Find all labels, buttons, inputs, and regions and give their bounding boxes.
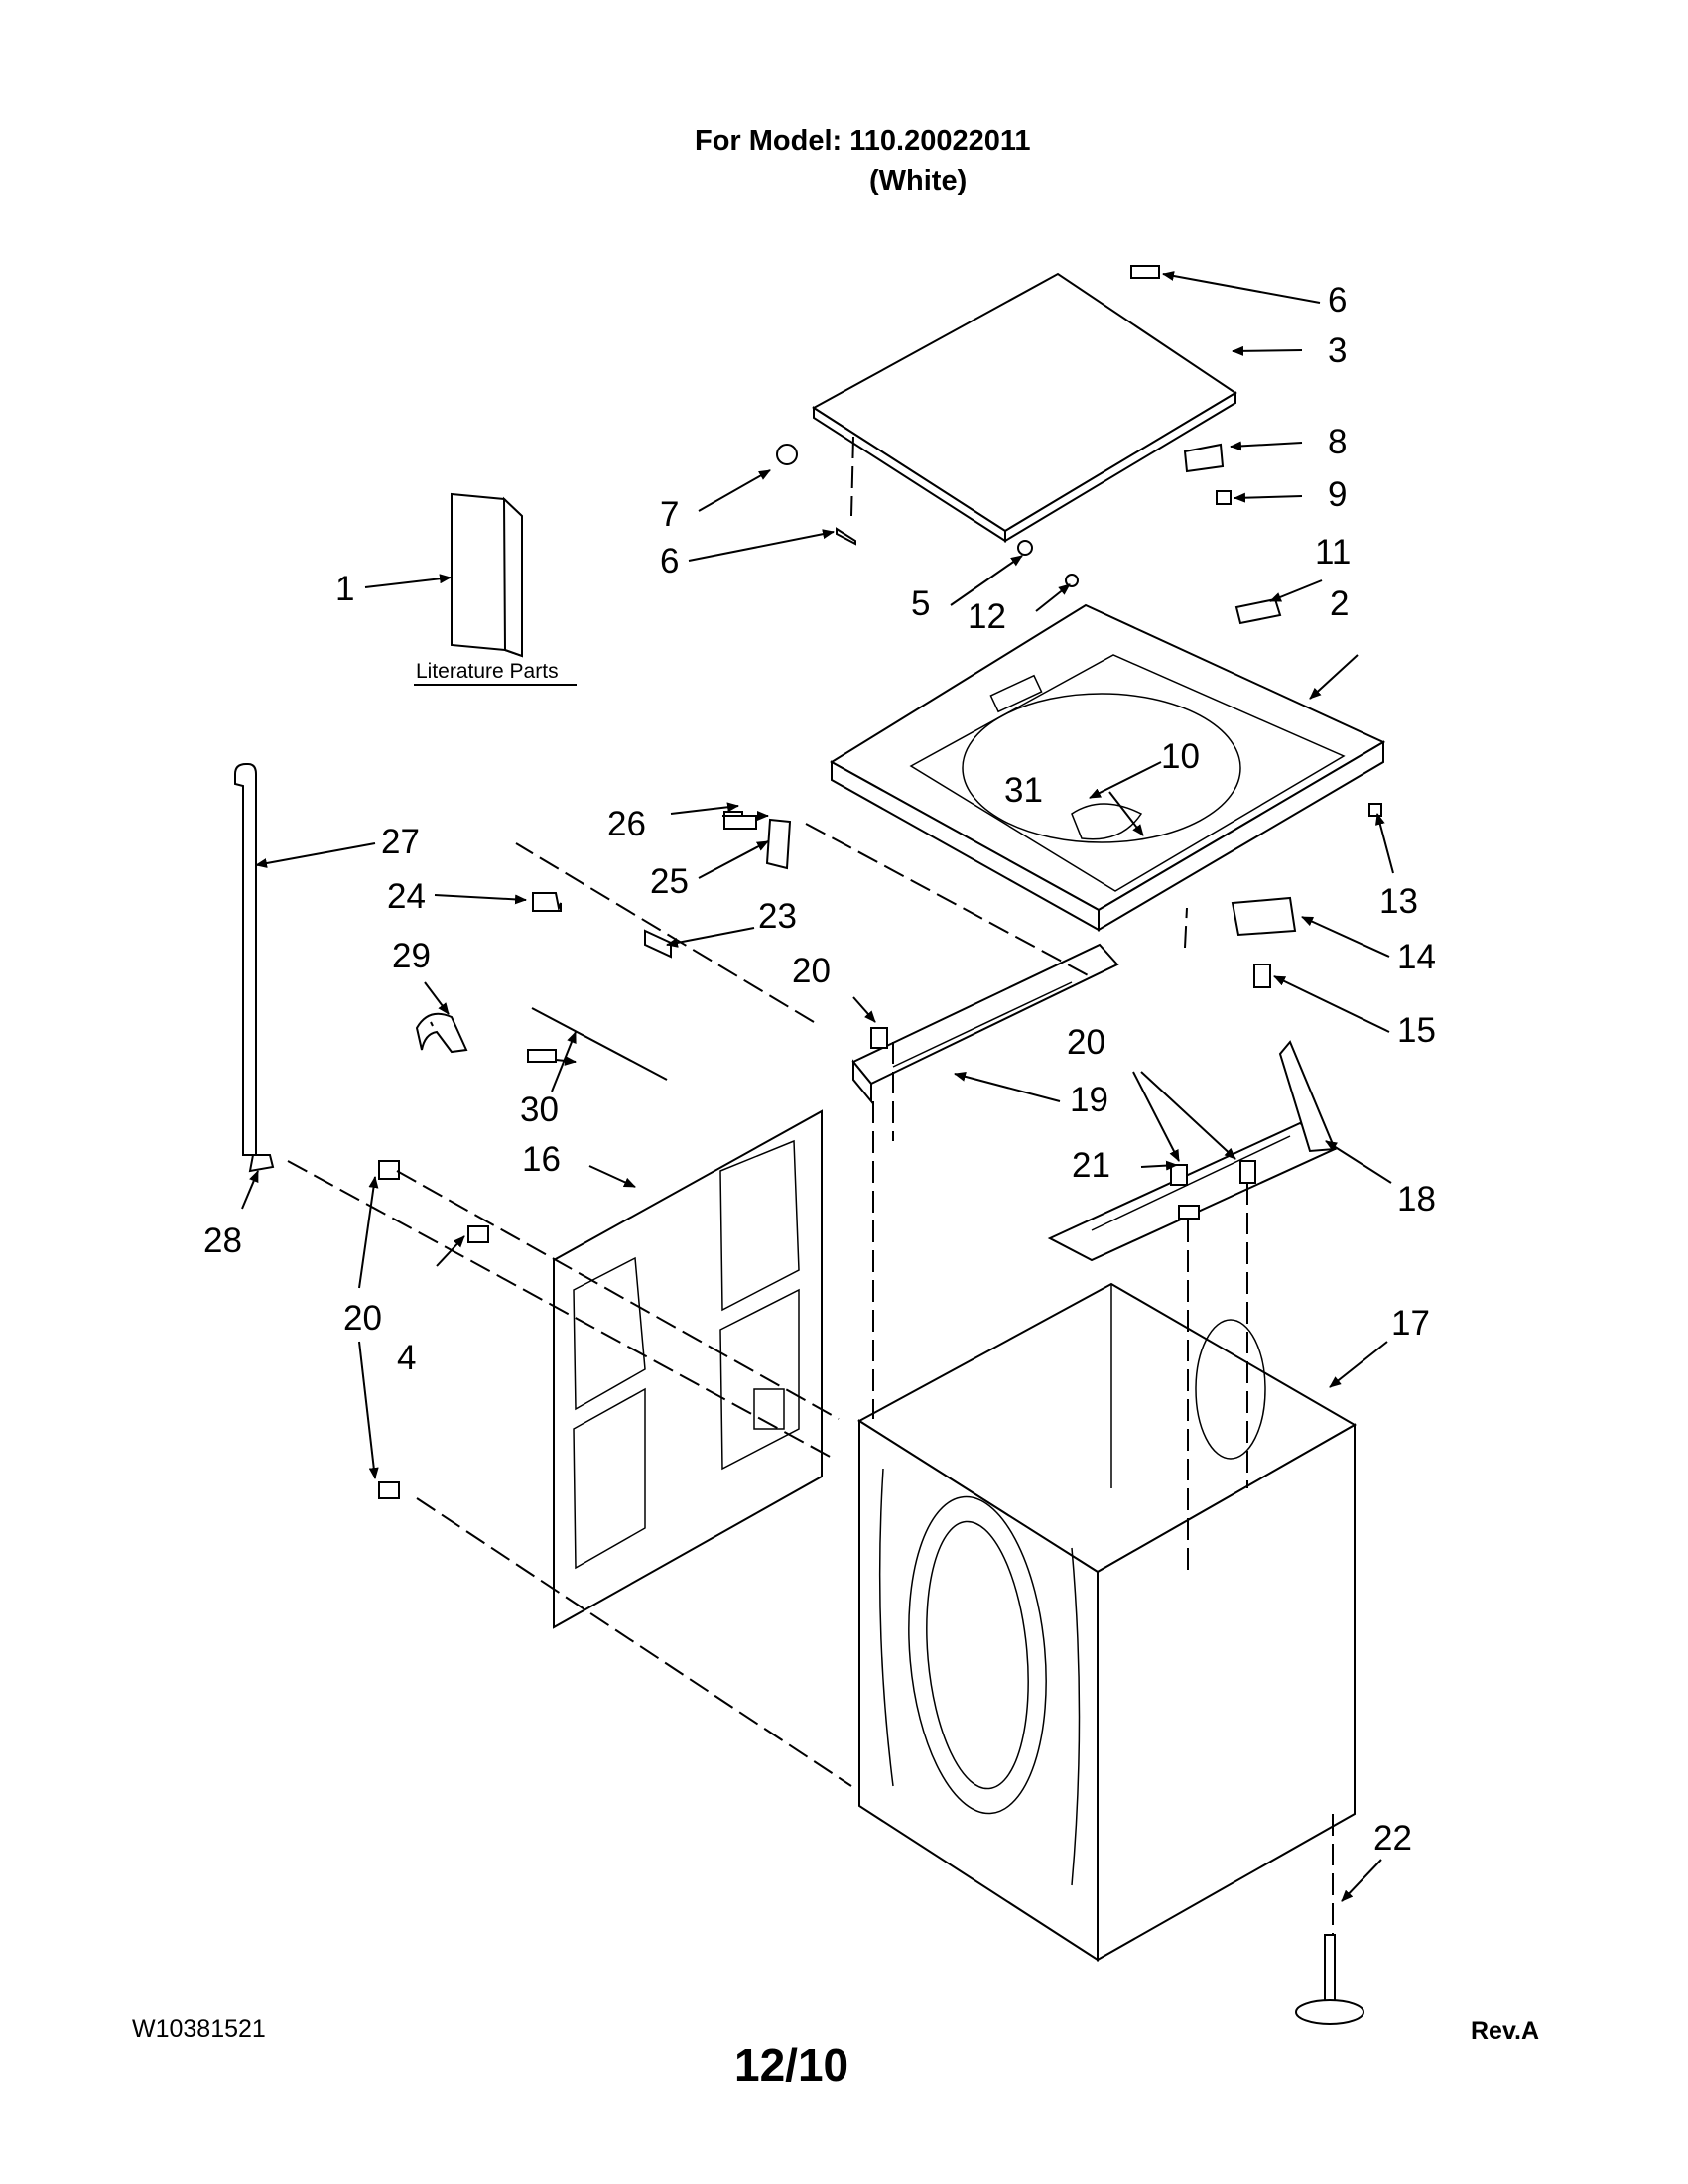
callout-6-lower: 6 [660,542,679,580]
callout-18: 18 [1397,1180,1436,1219]
revision-date: 12/10 [734,2039,849,2091]
callout-26: 26 [607,805,646,843]
callout-4: 5 [911,584,930,623]
document-number: W10381521 [132,2015,266,2043]
callout-29: 28 [203,1221,242,1260]
callout-20-rear: 20 [1067,1023,1105,1062]
callout-labels: 6 3 8 9 7 6 1 5 12 11 2 10 31 13 14 15 2… [203,281,1436,1858]
leader-arrows [241,271,1394,1902]
callout-1: 1 [335,570,354,608]
literature-caption: Literature Parts [416,660,559,683]
model-title: For Model: 110.20022011 [695,125,1031,157]
top-panel [830,603,1386,932]
rear-panel [553,1109,823,1629]
callout-12: 12 [968,597,1006,636]
cabinet [857,1282,1358,1962]
callout-22: 22 [1373,1819,1412,1858]
callout-6-top: 6 [1328,281,1347,320]
callout-23: 23 [758,897,797,936]
small-hardware [378,265,1382,2025]
callout-13: 13 [1379,882,1418,921]
callout-16: 16 [522,1140,561,1179]
callout-17: 17 [1391,1304,1430,1343]
callout-28: 29 [392,937,431,975]
callout-5: 4 [397,1339,416,1377]
callout-8: 8 [1328,423,1347,461]
callout-10: 10 [1161,737,1200,776]
callout-9: 9 [1328,475,1347,514]
front-bracket [851,943,1119,1104]
model-color: (White) [869,165,968,196]
callout-20-bracket: 20 [792,952,831,990]
callout-24: 24 [387,877,426,916]
callout-25: 25 [650,862,689,901]
callout-14: 14 [1397,938,1436,976]
callout-20-cabinet: 20 [343,1299,382,1338]
callout-7: 7 [660,495,679,534]
callout-11: 11 [1315,533,1351,572]
callout-2: 2 [1330,584,1349,623]
alignment-lines [287,436,1334,1935]
callout-3: 3 [1328,331,1347,370]
callout-19: 19 [1070,1081,1108,1119]
revision-label: Rev.A [1471,2017,1540,2045]
callout-31: 31 [1004,771,1043,810]
literature-booklet [451,492,523,658]
callout-21: 21 [1072,1146,1110,1185]
callout-27: 27 [381,823,420,861]
callout-30: 30 [520,1091,559,1129]
drain-hose [234,763,275,1173]
callout-15: 15 [1397,1011,1436,1050]
washer-lid [812,272,1237,543]
